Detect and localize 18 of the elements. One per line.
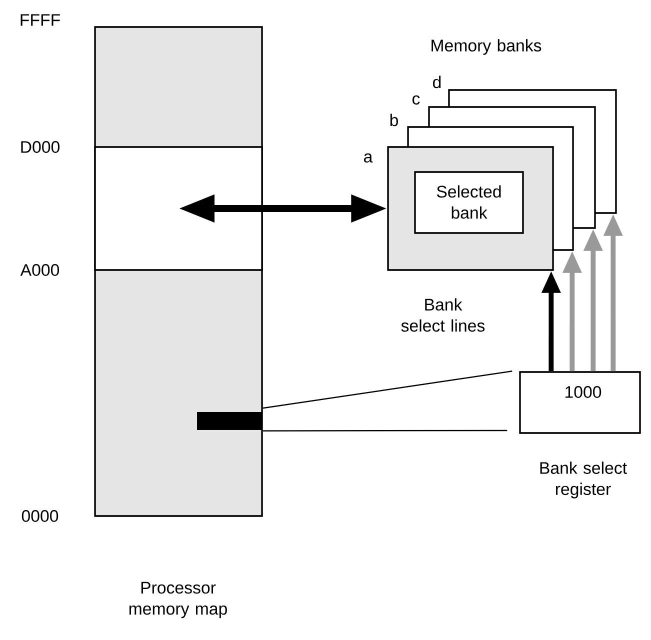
register-location-bar <box>197 412 262 430</box>
heading: Memory banks <box>432 39 542 55</box>
bank-letter: c <box>412 95 420 105</box>
lines-label: Bank select lines <box>401 298 485 332</box>
address-label: 0000 <box>22 510 58 522</box>
bank-letter: b <box>390 114 398 126</box>
map-caption: Processor memory map <box>129 582 227 618</box>
register-caption: Bank select register <box>540 462 627 498</box>
connector-line <box>262 430 508 432</box>
window-band <box>94 146 263 271</box>
bank-label-box: Selected bank <box>414 171 524 234</box>
address-label: A000 <box>20 264 60 276</box>
bank-letter: a <box>364 153 373 163</box>
connector-line <box>262 370 512 409</box>
bank-letter: d <box>433 76 441 88</box>
address-label: D000 <box>21 141 60 153</box>
register-box: 1000 <box>519 371 641 434</box>
address-label: FFFF <box>20 14 60 26</box>
